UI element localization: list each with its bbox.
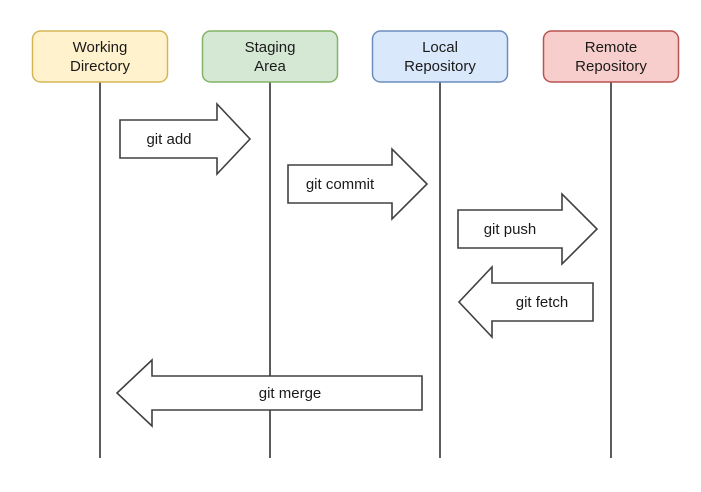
arrow-git-add-shape — [119, 101, 252, 177]
lane-box-staging-area-shape — [201, 30, 339, 83]
lane-label-remote-line1: Remote — [585, 39, 638, 56]
arrow-git-push-label: git push — [484, 221, 537, 238]
lane-label-remote-line2: Repository — [575, 58, 647, 75]
lane-box-remote-repository: Remote Repository — [542, 30, 680, 83]
arrow-git-merge-label: git merge — [259, 385, 322, 402]
arrow-git-commit: git commit — [287, 147, 429, 221]
lane-box-remote-repository-shape — [542, 30, 680, 83]
lane-box-staging-area: Staging Area — [201, 30, 339, 83]
lane-box-working-directory: Working Directory — [31, 30, 169, 83]
arrow-git-push-shape — [457, 192, 599, 266]
arrow-git-commit-label: git commit — [306, 176, 375, 193]
arrow-git-merge-shape — [115, 358, 423, 428]
arrow-git-add: git add — [119, 101, 252, 177]
arrow-git-add-label: git add — [146, 131, 191, 148]
lane-label-local-line1: Local — [422, 39, 458, 56]
arrow-git-fetch: git fetch — [457, 264, 594, 340]
lane-box-working-directory-shape — [31, 30, 169, 83]
arrow-git-push: git push — [457, 192, 599, 266]
lane-label-working-line1: Working — [73, 39, 128, 56]
arrow-git-commit-shape — [287, 147, 429, 221]
lane-label-working-line2: Directory — [70, 58, 131, 75]
arrow-git-fetch-shape — [457, 264, 594, 340]
lane-label-local-line2: Repository — [404, 58, 476, 75]
lane-label-staging-line1: Staging — [245, 39, 296, 56]
lane-label-staging-line2: Area — [254, 58, 286, 75]
lane-box-local-repository-shape — [371, 30, 509, 83]
lane-box-local-repository: Local Repository — [371, 30, 509, 83]
arrow-git-merge: git merge — [115, 358, 423, 428]
arrow-git-fetch-label: git fetch — [516, 294, 569, 311]
